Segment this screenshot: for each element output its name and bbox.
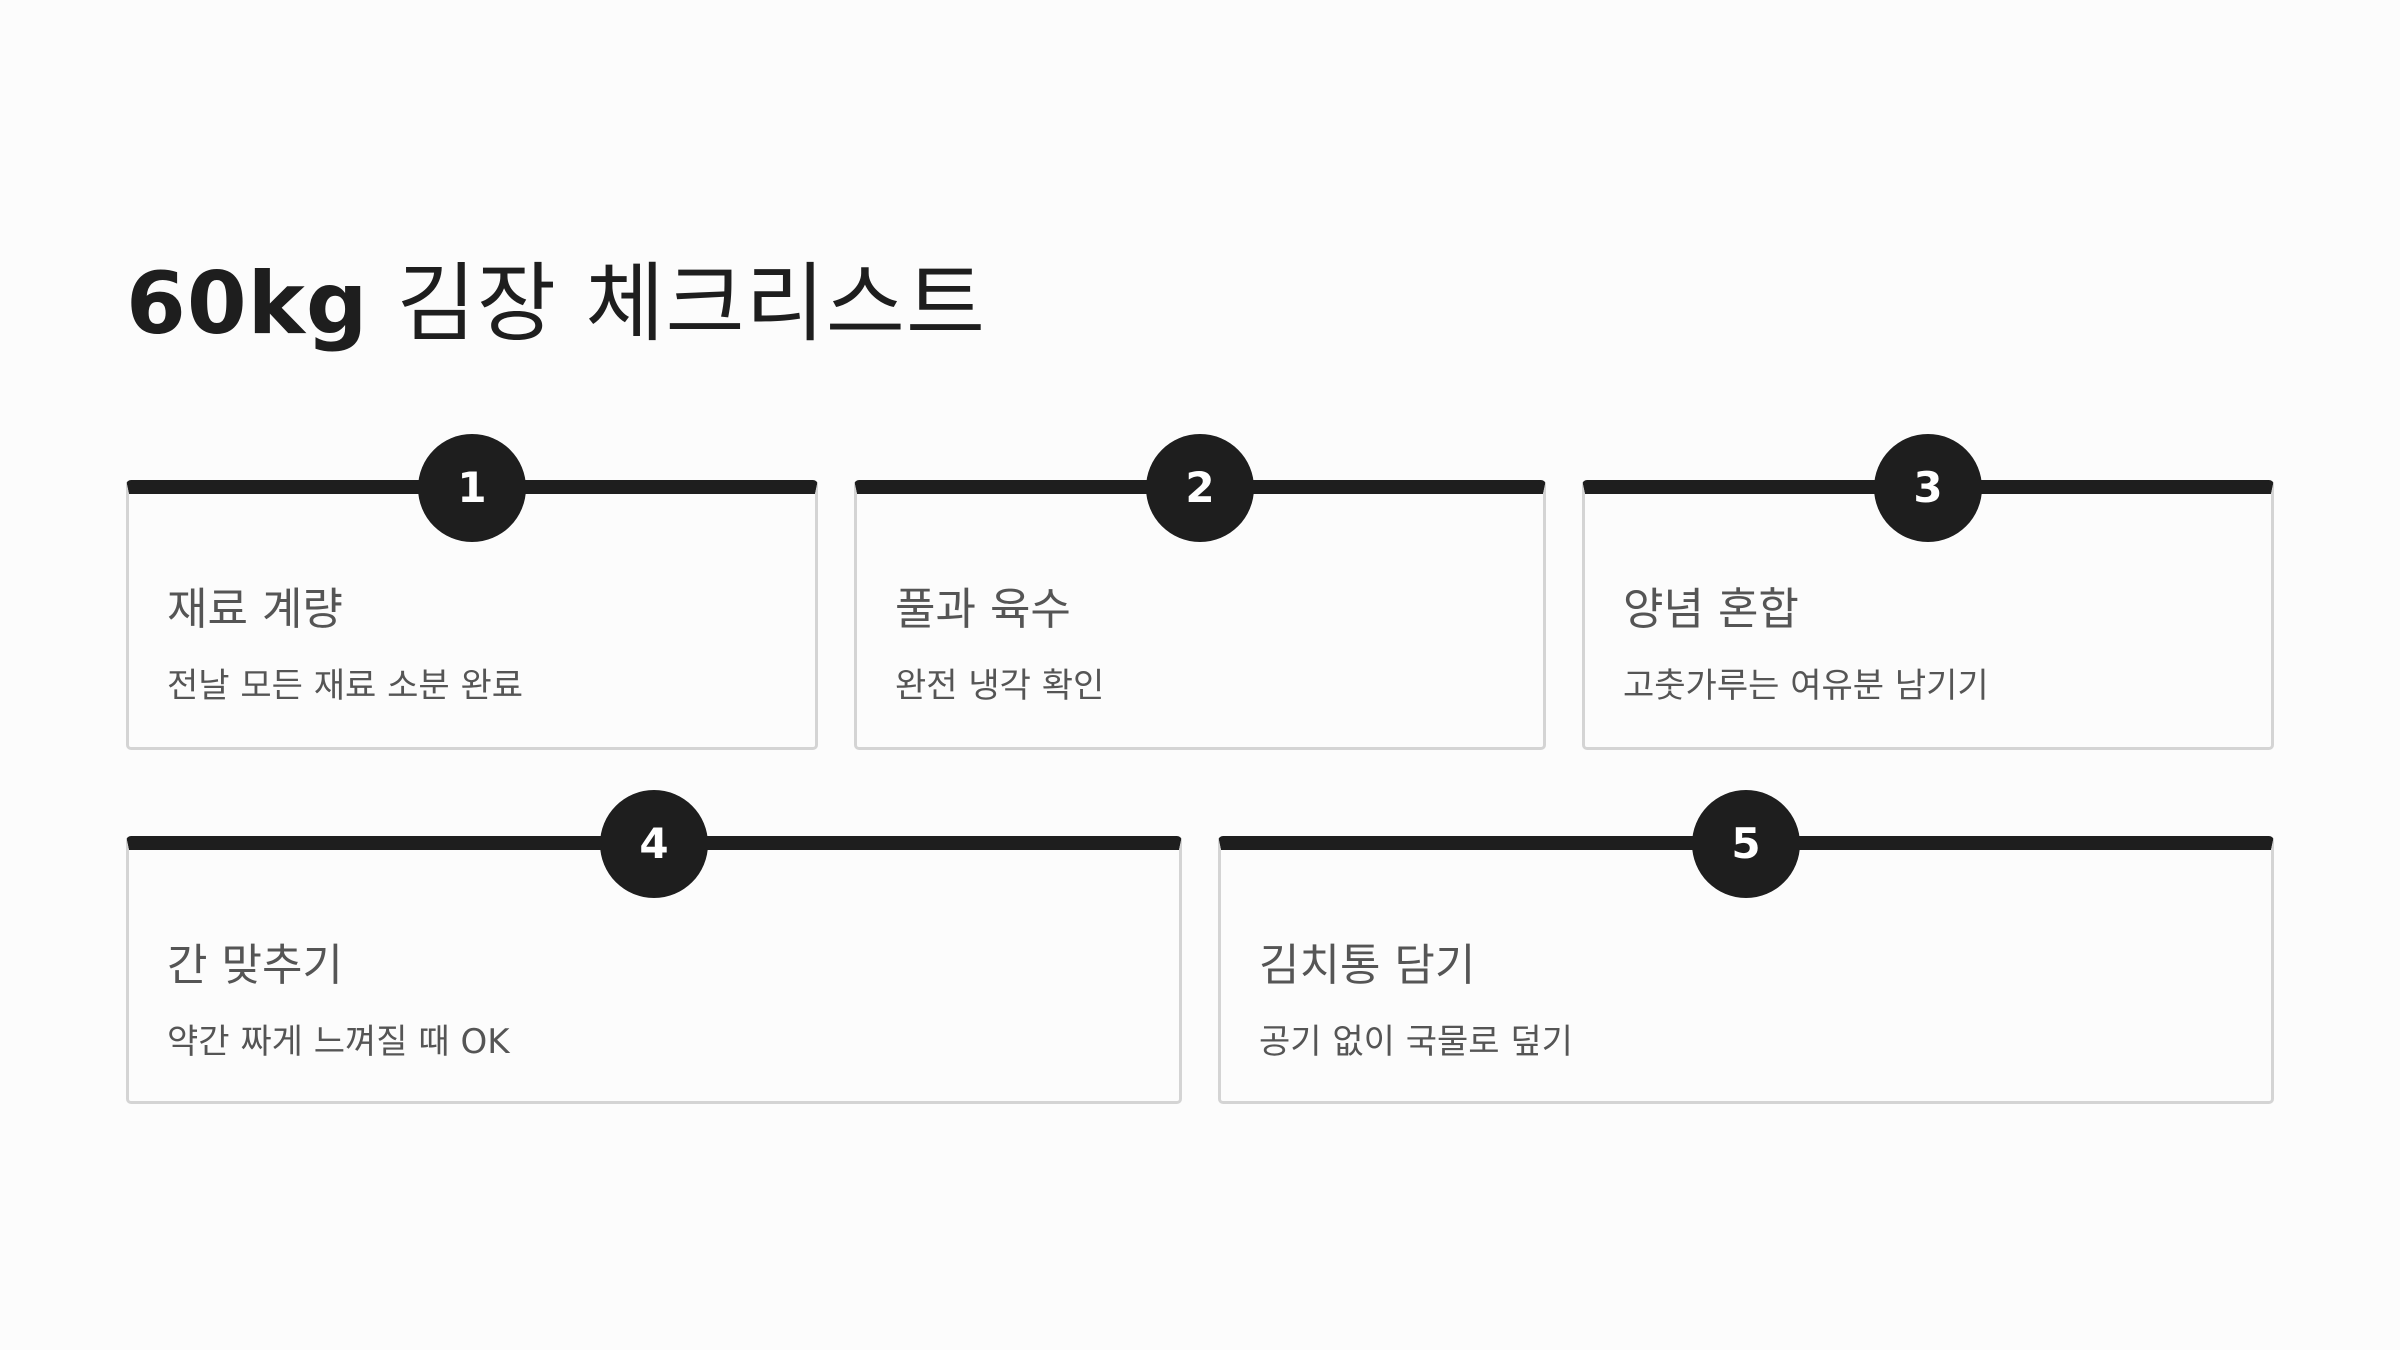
step-title: 재료 계량 bbox=[167, 584, 343, 635]
step-title: 김치통 담기 bbox=[1259, 940, 1476, 991]
step-card-3: 3 양념 혼합 고춧가루는 여유분 남기기 bbox=[1582, 434, 2274, 750]
step-number-badge: 5 bbox=[1692, 790, 1800, 898]
step-card-1: 1 재료 계량 전날 모든 재료 소분 완료 bbox=[126, 434, 818, 750]
page-title: 60kg 김장 체크리스트 bbox=[126, 248, 986, 360]
step-card-4: 4 간 맞추기 약간 짜게 느껴질 때 OK bbox=[126, 790, 1182, 1104]
step-description: 고춧가루는 여유분 남기기 bbox=[1623, 666, 1989, 706]
step-title: 풀과 육수 bbox=[895, 584, 1071, 635]
page-title-weight: 60kg bbox=[126, 254, 369, 354]
step-card-2: 2 풀과 육수 완전 냉각 확인 bbox=[854, 434, 1546, 750]
step-description: 완전 냉각 확인 bbox=[895, 666, 1105, 706]
step-description: 약간 짜게 느껴질 때 OK bbox=[167, 1022, 510, 1062]
step-number-badge: 1 bbox=[418, 434, 526, 542]
page-title-text: 김장 체크리스트 bbox=[396, 254, 986, 354]
step-title: 간 맞추기 bbox=[167, 940, 343, 991]
step-number-badge: 2 bbox=[1146, 434, 1254, 542]
step-description: 전날 모든 재료 소분 완료 bbox=[167, 666, 524, 706]
step-description: 공기 없이 국물로 덮기 bbox=[1259, 1022, 1573, 1062]
step-title: 양념 혼합 bbox=[1623, 584, 1799, 635]
step-number-badge: 4 bbox=[600, 790, 708, 898]
step-card-5: 5 김치통 담기 공기 없이 국물로 덮기 bbox=[1218, 790, 2274, 1104]
step-number-badge: 3 bbox=[1874, 434, 1982, 542]
